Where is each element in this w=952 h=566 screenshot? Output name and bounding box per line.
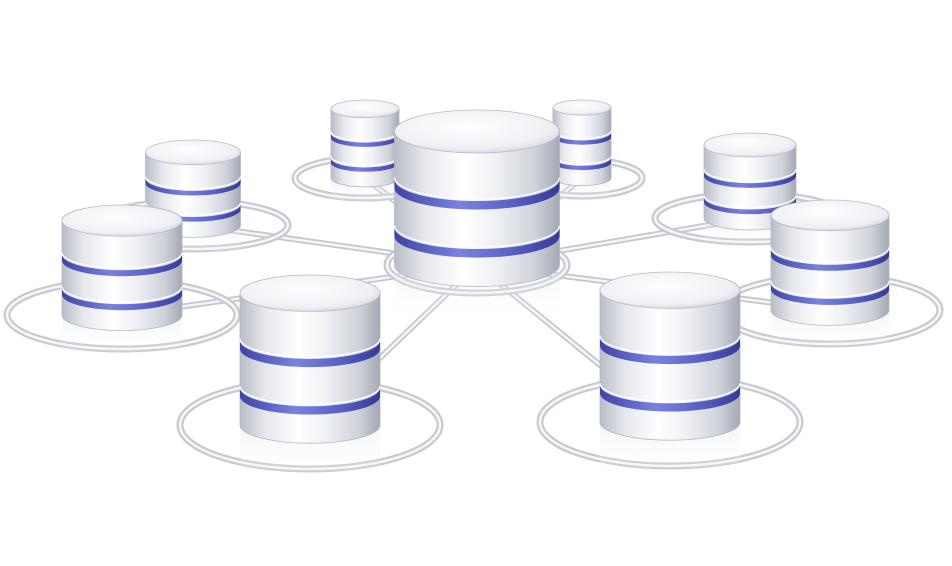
cylinder-top bbox=[146, 140, 241, 165]
cylinder-body bbox=[240, 293, 380, 443]
cylinder-top bbox=[704, 133, 796, 157]
cylinder-top bbox=[240, 275, 380, 311]
database-front-left-database-icon bbox=[240, 275, 380, 443]
cylinder-top bbox=[395, 110, 560, 153]
cylinder-body bbox=[600, 290, 740, 440]
database-back-left-database-icon bbox=[331, 100, 399, 187]
cylinder-top bbox=[771, 200, 889, 231]
database-right-database-icon bbox=[771, 200, 889, 325]
cylinder-top bbox=[331, 100, 399, 118]
database-back-right-database-icon bbox=[553, 100, 611, 186]
cylinder-top bbox=[553, 100, 611, 115]
database-front-right-database-icon bbox=[600, 272, 740, 440]
database-hub-database-icon bbox=[395, 110, 560, 286]
cylinder-body bbox=[553, 108, 611, 186]
cylinder-top bbox=[600, 272, 740, 308]
database-left-database-icon bbox=[62, 205, 182, 331]
cylinder-top bbox=[62, 205, 182, 236]
cylinder-body bbox=[331, 109, 399, 187]
